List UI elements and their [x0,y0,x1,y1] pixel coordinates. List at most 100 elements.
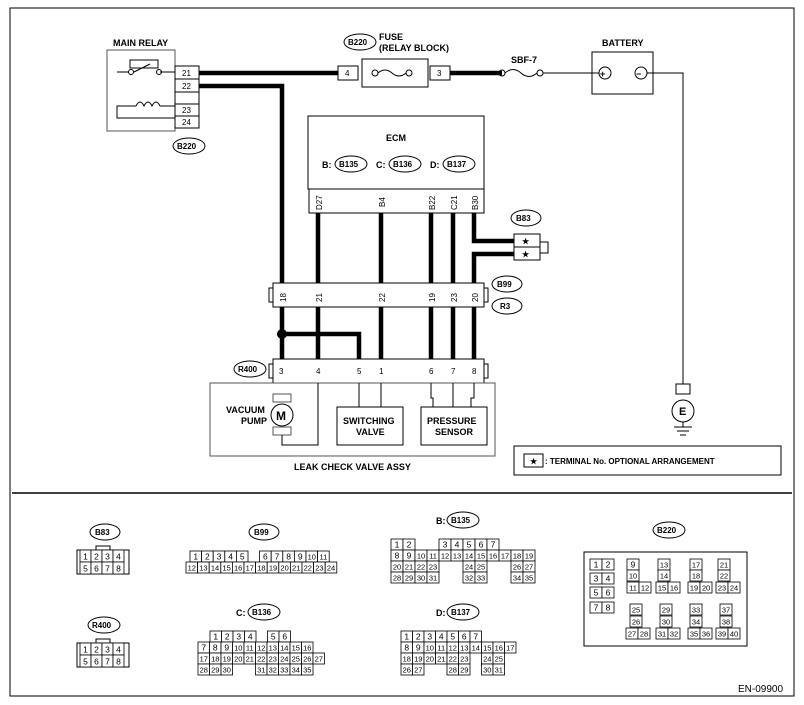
terminal-cell [699,627,713,640]
vacuum-pump-label-2: PUMP [241,416,267,426]
terminal-number: 18 [692,572,700,581]
terminal-number: 32 [670,630,678,639]
svg-text:B220: B220 [657,526,677,535]
terminal-cell [220,663,233,676]
terminal-cell [659,615,673,628]
terminal-cell [637,627,651,640]
terminal-number: 20 [426,655,434,664]
terminal-number: 24 [280,655,288,664]
b99-pin-20: 20 [471,293,480,302]
connector-tag-b220-fuse: B220 [343,33,377,51]
terminal-number: 3 [105,645,110,655]
terminal-number: 19 [269,564,277,573]
terminal-number: 27 [414,666,422,675]
terminal-number: 31 [257,666,265,675]
r400-pin-5: 5 [357,367,362,376]
terminal-number: 7 [594,603,599,613]
terminal-number: 6 [479,540,484,550]
terminal-number: 1 [594,560,599,570]
vacuum-pump-motor [270,403,294,427]
terminal-number: 30 [417,574,425,583]
svg-text:B136: B136 [393,160,413,169]
terminal-cell [689,603,703,616]
terminal-number: 22 [449,655,457,664]
terminal-number: 22 [720,572,728,581]
terminal-number: 23 [460,655,468,664]
terminal-number: 13 [660,561,668,570]
terminal-number: 24 [465,563,473,572]
ecm-box [307,115,485,190]
svg-text:B135: B135 [451,516,471,525]
ground-lines [674,422,692,436]
svg-text:R400: R400 [238,365,258,374]
svg-text:B220: B220 [348,38,368,47]
terminal-number: 23 [315,564,323,573]
terminal-number: 12 [257,644,265,653]
pressure-sensor-box [420,406,488,446]
terminal-number: 3 [105,552,110,562]
thick-wires [199,70,514,359]
figure-code: EN-09900 [738,684,783,695]
relay-coil-symbol [116,101,177,119]
terminal-number: 19 [414,655,422,664]
sbf-label: SBF-7 [511,55,537,65]
terminal-number: 27 [628,630,636,639]
terminal-number: 5 [271,632,276,642]
terminal-number: 10 [629,572,637,581]
relay-contact [128,69,134,75]
terminal-number: 26 [632,618,640,627]
terminal-number: 4 [116,552,121,562]
terminal-number: 4 [455,540,460,550]
terminal-number: 32 [269,666,277,675]
terminal-number: 6 [282,632,287,642]
terminal-number: 22 [304,564,312,573]
terminal-note-text: : TERMINAL No. OPTIONAL ARRANGEMENT [545,457,715,466]
terminal-number: 30 [223,666,231,675]
terminal-number: 9 [416,643,421,653]
r400-pin-labels: 3 4 5 1 6 7 8 [279,367,477,376]
relay-switch-symbol [117,59,176,73]
r400-pin-1: 1 [379,367,384,376]
r400-pin-strip [272,358,485,384]
terminal-number: 9 [224,643,229,653]
thin-wires [543,72,684,384]
terminal-cell [689,615,703,628]
svg-text:B135: B135 [339,160,359,169]
terminal-cell [301,663,314,676]
terminal-cell [667,627,681,640]
b83-star-1: ★ [522,237,530,246]
pressure-sensor-label-1: PRESSURE [427,416,477,426]
terminal-number: 10 [234,644,242,653]
terminal-number: 12 [188,564,196,573]
connector-tag-b135-ecm: B135 [334,155,368,173]
sbf-fusible-link [498,69,544,77]
terminal-cell [629,603,643,616]
switching-valve-label-2: VALVE [356,427,385,437]
terminal-number: 8 [395,551,400,561]
b99-latch-left [268,287,274,303]
r400-pin-8: 8 [472,367,477,376]
terminal-number: 26 [403,666,411,675]
terminal-number: 38 [722,618,730,627]
terminal-number: 2 [416,632,421,642]
terminal-number: 5 [240,552,245,562]
terminal-number: 16 [489,552,497,561]
terminal-number: 30 [483,666,491,675]
terminal-cell [638,581,652,594]
terminal-number: 25 [292,655,300,664]
terminal-cell [717,569,731,582]
terminal-number: 15 [483,644,491,653]
terminal-number: 33 [477,574,485,583]
terminal-number: 35 [525,574,533,583]
terminal-cell [492,663,505,676]
terminal-number: 34 [513,574,521,583]
terminal-cell [601,572,615,585]
terminal-number: 6 [462,632,467,642]
terminal-number: 40 [730,630,738,639]
b99-pin-21: 21 [315,293,324,302]
r400-pin-3: 3 [279,367,284,376]
